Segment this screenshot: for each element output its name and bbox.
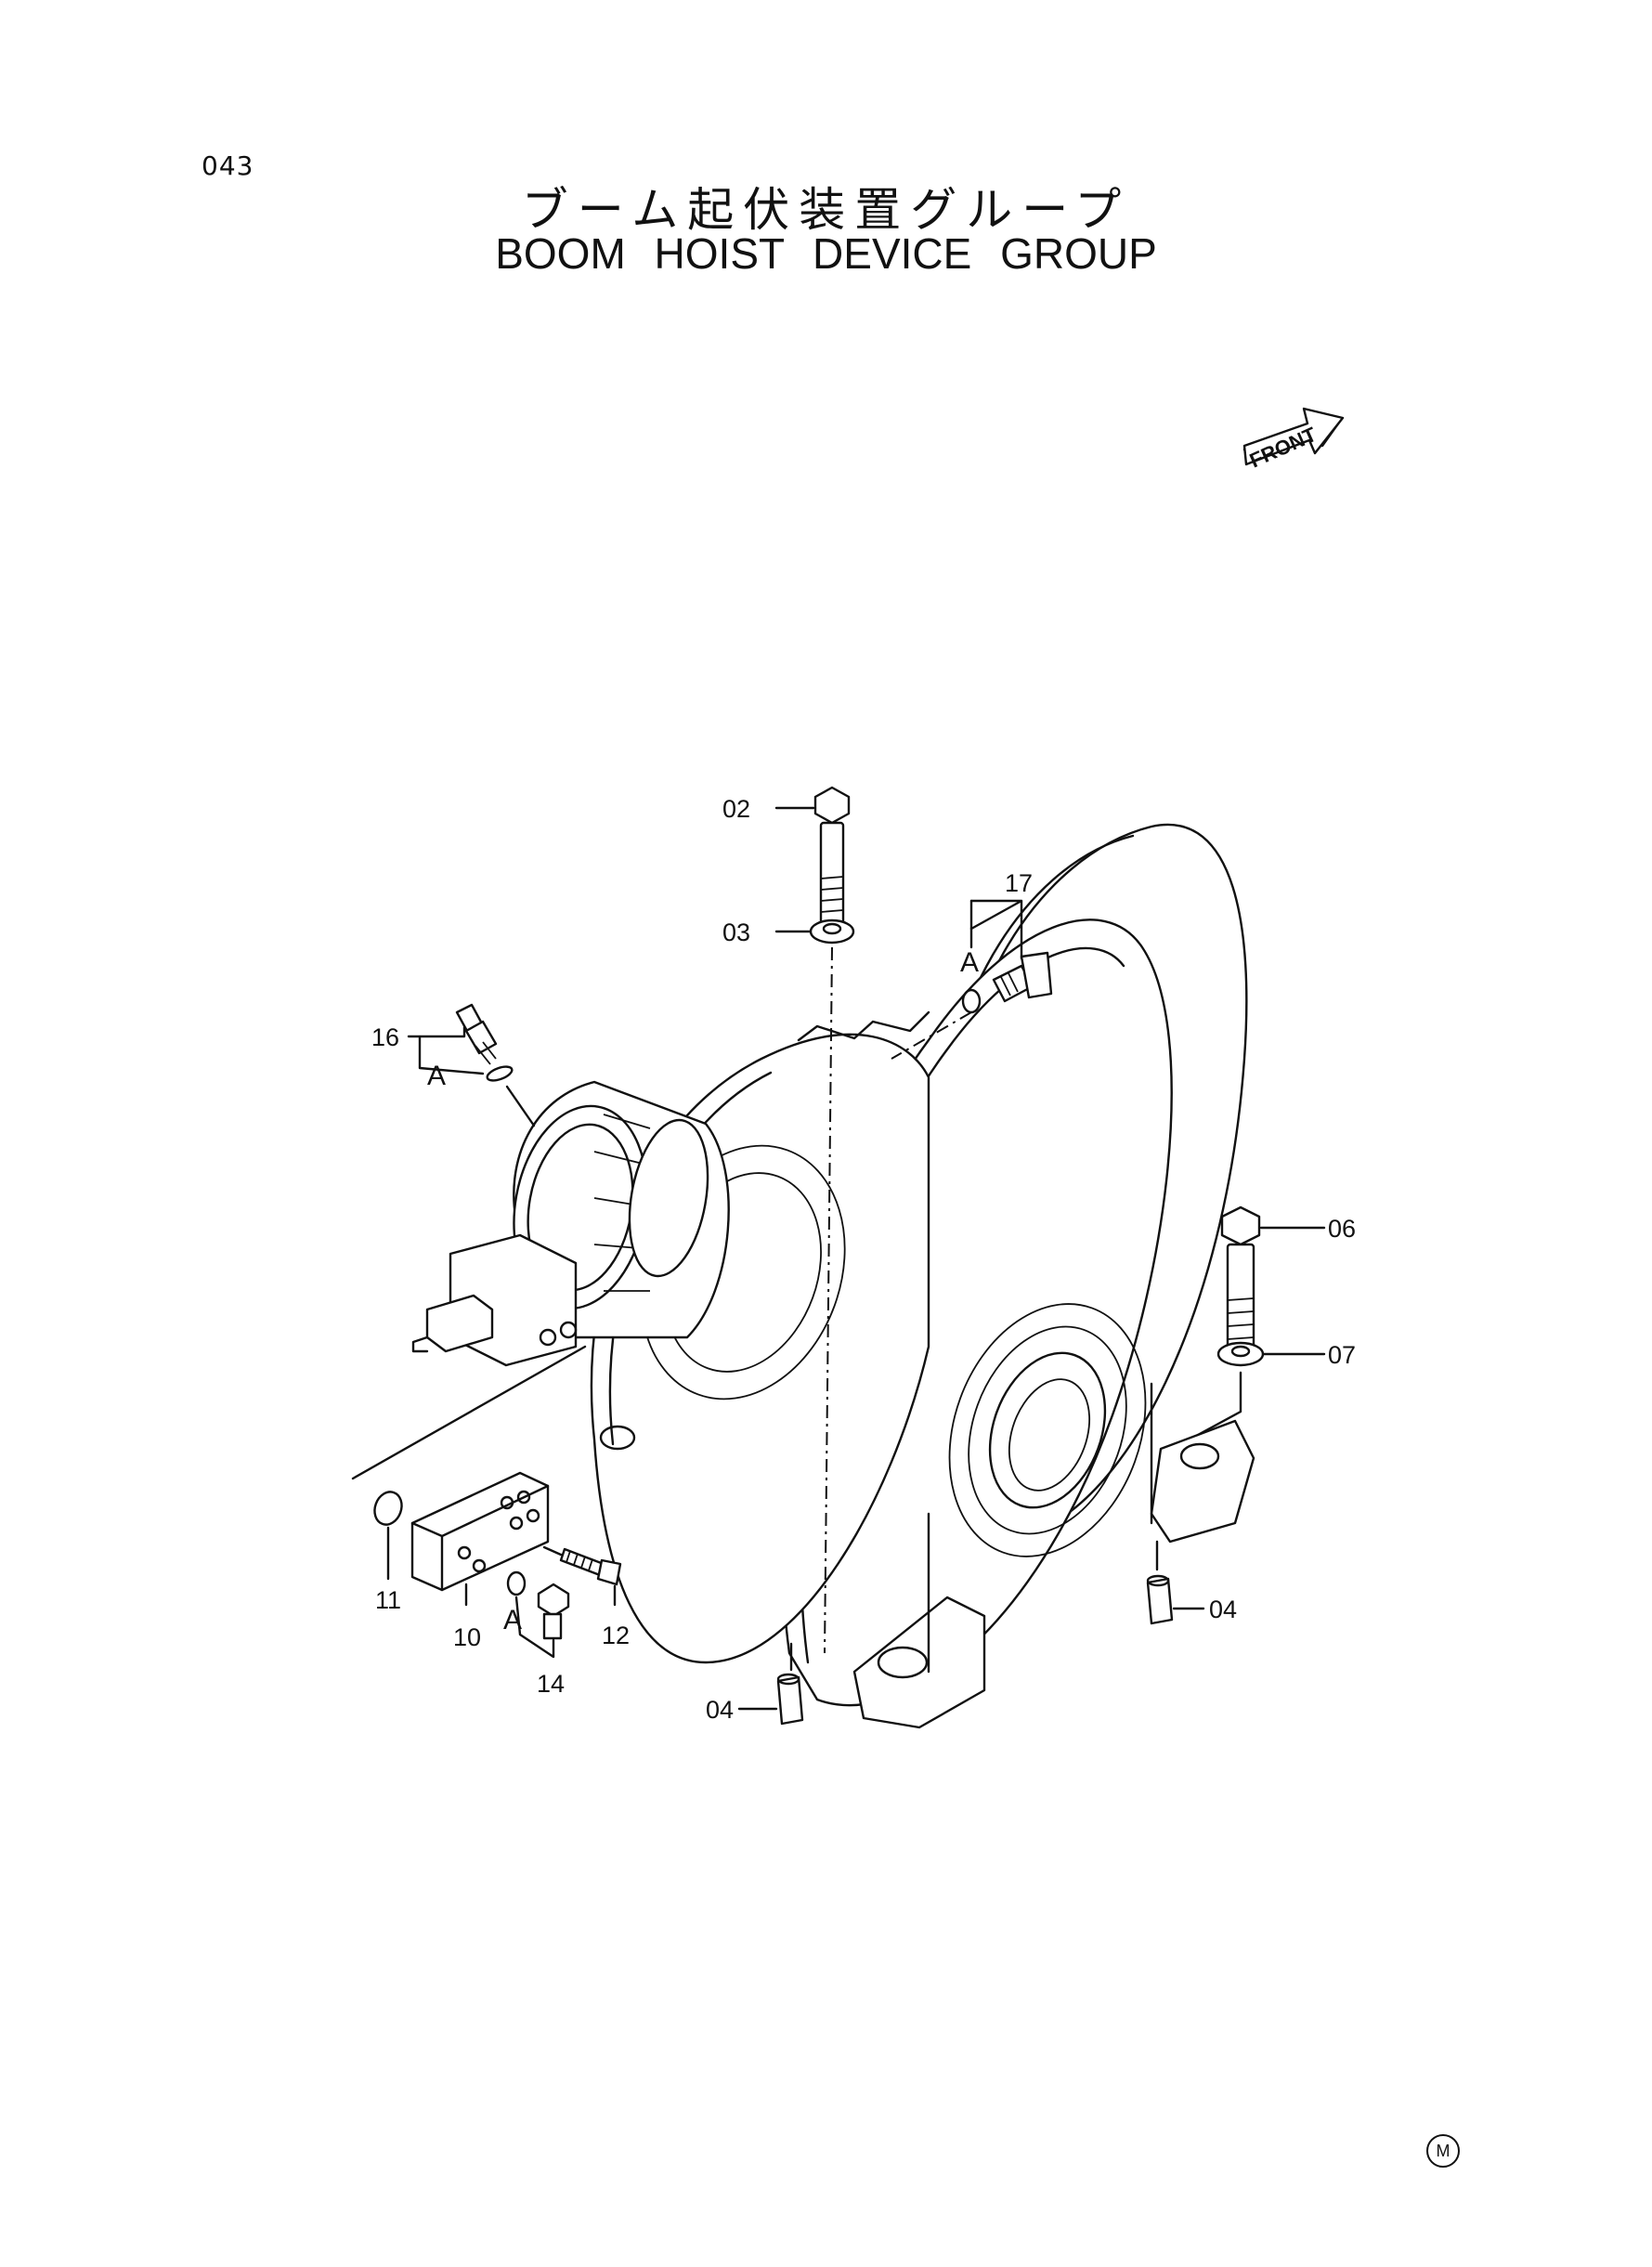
plug-14	[537, 1583, 570, 1640]
callout-12: 12	[602, 1622, 630, 1649]
washer-07	[1216, 1341, 1265, 1367]
title-english: BOOM HOIST DEVICE GROUP	[495, 229, 1157, 278]
elbow-fitting-17	[992, 951, 1053, 1003]
callout-16-a: A	[427, 1061, 446, 1091]
screw-12	[559, 1547, 622, 1586]
o-ring-11	[373, 1491, 403, 1526]
callout-14: 14	[537, 1670, 565, 1698]
front-arrow-icon: FRONT	[1242, 407, 1345, 473]
valve-block-10	[410, 1471, 550, 1592]
callout-06: 06	[1328, 1215, 1356, 1243]
callout-16: 16	[371, 1023, 399, 1051]
callout-02: 02	[722, 795, 750, 823]
title-japanese: ブーム起伏装置グループ	[521, 183, 1131, 237]
callout-03: 03	[722, 919, 750, 946]
hydraulic-motor	[411, 1080, 730, 1367]
callout-04-bottom: 04	[706, 1696, 734, 1724]
callout-17-a: A	[960, 947, 979, 978]
callout-04-right: 04	[1209, 1596, 1237, 1623]
bolt-02	[813, 786, 851, 936]
callout-11: 11	[375, 1586, 401, 1614]
straight-fitting-16	[455, 1003, 498, 1065]
manufacturer-mark: M	[1426, 2134, 1460, 2168]
o-ring-16	[486, 1065, 514, 1082]
washer-03	[809, 919, 855, 945]
drum-housing	[781, 823, 1255, 1729]
front-label: FRONT	[1246, 423, 1320, 473]
plug-04-right	[1146, 1574, 1174, 1625]
callout-17: 17	[1005, 869, 1033, 897]
page-code: 043	[202, 150, 254, 181]
callout-10: 10	[453, 1623, 481, 1651]
callout-14-a: A	[503, 1605, 522, 1635]
callout-07: 07	[1328, 1341, 1356, 1369]
plug-04-bottom	[776, 1673, 804, 1726]
bolt-06	[1220, 1205, 1261, 1360]
o-ring-14	[506, 1570, 527, 1596]
